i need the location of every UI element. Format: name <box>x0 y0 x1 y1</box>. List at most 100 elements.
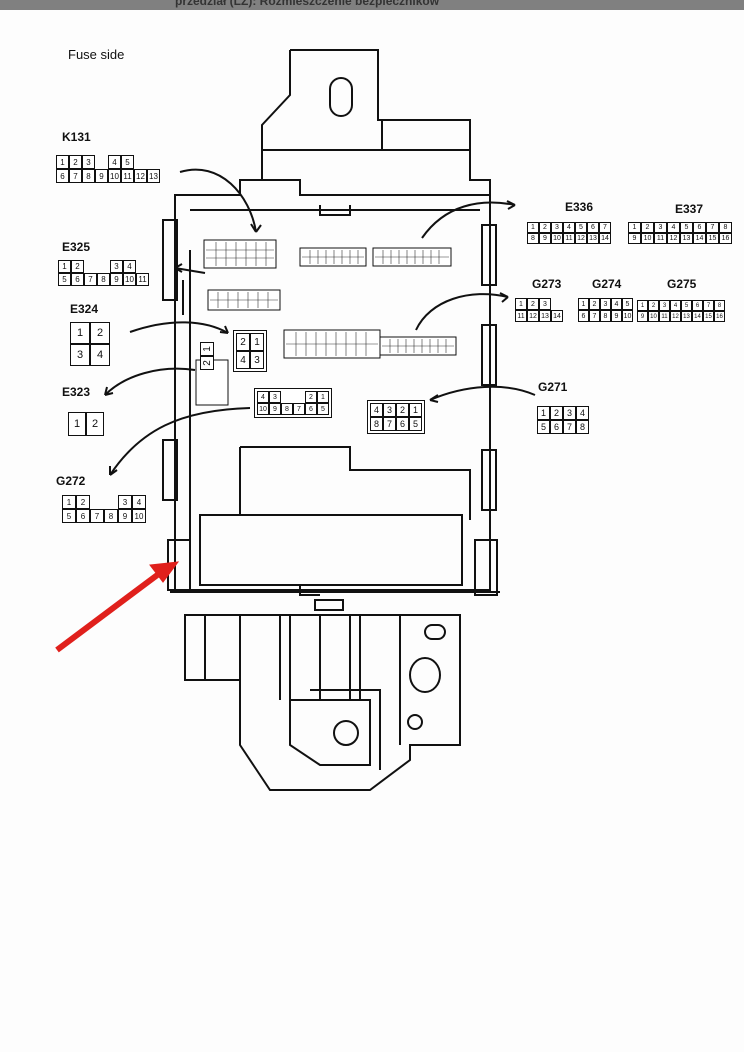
pin-cell: 8 <box>576 420 589 434</box>
connector-label-g274: G274 <box>592 277 622 291</box>
pin-cell: 8 <box>370 417 383 431</box>
pin-cell: 11 <box>659 311 670 322</box>
pin-cell: 2 <box>539 222 551 233</box>
pin-cell: 13 <box>147 169 160 183</box>
pin-cell: 2 <box>69 155 82 169</box>
pin-cell: 4 <box>90 344 110 366</box>
pin-cell: 2 <box>641 222 654 233</box>
connector-label-e337: E337 <box>675 202 704 216</box>
pin-cell: 2 <box>589 298 600 310</box>
pin-cell: 1 <box>637 300 648 311</box>
pin-cell: 10 <box>641 233 654 244</box>
pin-cell: 7 <box>706 222 719 233</box>
pin-cell: 9 <box>539 233 551 244</box>
pin-cell: 4 <box>670 300 681 311</box>
pin-cell: 3 <box>82 155 95 169</box>
pin-cell <box>104 495 118 509</box>
pin-cell: 9 <box>611 310 622 322</box>
pin-cell: 1 <box>58 260 71 273</box>
pin-cell: 16 <box>719 233 732 244</box>
pin-cell: 7 <box>589 310 600 322</box>
pin-cell: 4 <box>576 406 589 420</box>
pin-cell: 8 <box>714 300 725 311</box>
pin-cell: 6 <box>76 509 90 523</box>
pin-cell: 8 <box>527 233 539 244</box>
pin-cell: 10 <box>648 311 659 322</box>
pin-cell: 6 <box>396 417 409 431</box>
pin-cell: 11 <box>515 310 527 322</box>
pin-cell: 2 <box>76 495 90 509</box>
pin-cell: 11 <box>121 169 134 183</box>
connector-label-e325: E325 <box>62 240 91 254</box>
pin-cell <box>95 155 108 169</box>
pin-cell: 5 <box>537 420 550 434</box>
pin-cell: 2 <box>550 406 563 420</box>
pin-cell <box>90 495 104 509</box>
pin-cell: 9 <box>95 169 108 183</box>
pin-cell: 2 <box>396 403 409 417</box>
pin-cell: 12 <box>575 233 587 244</box>
pin-cell: 13 <box>587 233 599 244</box>
pin-cell: 9 <box>118 509 132 523</box>
connector-label-k131: K131 <box>62 130 91 144</box>
pin-cell: 7 <box>599 222 611 233</box>
connector-label-g272: G272 <box>56 474 86 488</box>
pin-cell: 4 <box>257 391 269 403</box>
pin-cell: 10 <box>132 509 146 523</box>
pin-cell: 15 <box>703 311 714 322</box>
pin-cell: 6 <box>693 222 706 233</box>
pin-cell: 5 <box>317 403 329 415</box>
pin-cell: 11 <box>136 273 149 286</box>
pin-cell: 6 <box>56 169 69 183</box>
pin-cell: 1 <box>409 403 422 417</box>
pin-cell: 4 <box>370 403 383 417</box>
pin-cell: 3 <box>118 495 132 509</box>
pin-cell: 3 <box>250 351 264 369</box>
pin-cell: 14 <box>551 310 563 322</box>
pin-cell: 6 <box>550 420 563 434</box>
pin-cell: 1 <box>317 391 329 403</box>
pin-cell: 4 <box>563 222 575 233</box>
pin-cell: 5 <box>680 222 693 233</box>
pin-cell <box>84 260 97 273</box>
pin-cell: 14 <box>692 311 703 322</box>
pin-cell: 7 <box>90 509 104 523</box>
pin-cell: 2 <box>71 260 84 273</box>
pin-cell: 11 <box>654 233 667 244</box>
pin-cell: 6 <box>305 403 317 415</box>
pin-cell: 2 <box>527 298 539 310</box>
pin-cell: 4 <box>108 155 121 169</box>
page-header-title: przedział (LZ): Rozmieszczenie bezpieczn… <box>175 0 440 8</box>
pin-cell: 3 <box>600 298 611 310</box>
pin-cell: 10 <box>622 310 633 322</box>
pin-cell: 8 <box>104 509 118 523</box>
pin-cell: 9 <box>637 311 648 322</box>
pin-cell: 5 <box>681 300 692 311</box>
pin-cell: 7 <box>84 273 97 286</box>
pin-cell: 6 <box>71 273 84 286</box>
pin-cell: 6 <box>578 310 589 322</box>
pin-cell: 8 <box>281 403 293 415</box>
pin-cell: 6 <box>692 300 703 311</box>
pin-cell: 1 <box>200 342 214 356</box>
pin-cell: 1 <box>527 222 539 233</box>
pin-cell: 7 <box>69 169 82 183</box>
pin-cell: 6 <box>587 222 599 233</box>
pin-cell: 13 <box>680 233 693 244</box>
connector-label-e324: E324 <box>70 302 99 316</box>
pin-cell: 2 <box>648 300 659 311</box>
pin-cell: 16 <box>714 311 725 322</box>
pin-cell: 3 <box>659 300 670 311</box>
pin-cell: 2 <box>305 391 317 403</box>
connector-label-g271: G271 <box>538 380 568 394</box>
pin-cell <box>281 391 293 403</box>
red-pointer-arrow <box>55 561 180 653</box>
